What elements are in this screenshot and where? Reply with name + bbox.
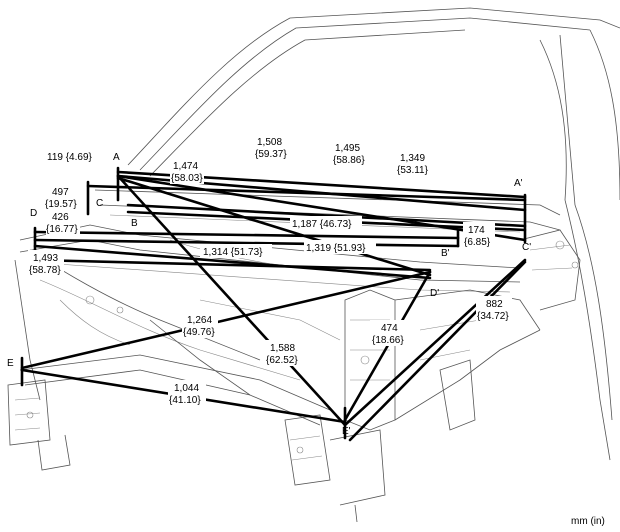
label-1044-mm: 1,044	[174, 383, 199, 394]
point-a: A	[113, 152, 120, 163]
line-e-d-prime	[20, 270, 432, 370]
line-d-c-prime	[33, 230, 460, 240]
line-c-prime-882	[348, 260, 527, 442]
point-d-prime: D'	[430, 288, 439, 299]
line-c-a-prime	[86, 184, 527, 202]
unit-note: mm (in)	[571, 516, 605, 527]
measurement-lines	[20, 166, 527, 442]
label-1493-in: {58.78}	[29, 265, 61, 276]
line-a-e-prime	[116, 174, 347, 427]
label-1044-in: {41.10}	[169, 395, 201, 406]
point-e: E	[7, 358, 14, 369]
label-1319: 1,319 {51.93}	[306, 243, 366, 254]
label-497-in: {19.57}	[45, 199, 77, 210]
label-426-mm: 426	[52, 212, 69, 223]
point-d: D	[30, 208, 37, 219]
line-d-d-prime-lower	[33, 258, 432, 272]
point-e-prime: E'	[342, 426, 351, 437]
line-b-c-prime-1187	[126, 203, 527, 228]
vehicle-body-outline	[7, 7, 620, 523]
point-a-prime: A'	[514, 178, 523, 189]
point-c-prime: C'	[522, 242, 531, 253]
label-1264-in: {49.76}	[183, 327, 215, 338]
label-882-mm: 882	[486, 299, 503, 310]
label-119: 119 {4.69}	[47, 152, 93, 163]
label-1264-mm: 1,264	[187, 315, 212, 326]
label-174-mm: 174	[468, 225, 485, 236]
label-474-in: {18.66}	[372, 335, 404, 346]
point-b-prime: B'	[441, 248, 450, 259]
label-1588-in: {62.52}	[266, 355, 298, 366]
label-474-mm: 474	[381, 323, 398, 334]
label-1508-mm: 1,508	[257, 137, 282, 148]
point-c: C	[96, 198, 103, 209]
line-c-prime-e-prime	[343, 258, 527, 427]
point-b: B	[131, 218, 138, 229]
label-1495-in: {58.86}	[333, 155, 365, 166]
label-1187: 1,187 {46.73}	[292, 219, 352, 230]
label-1314: 1,314 {51.73}	[203, 247, 263, 258]
line-a-d-prime	[116, 176, 432, 277]
label-1493-mm: 1,493	[33, 253, 58, 264]
label-174-in: {6.85}	[464, 237, 491, 248]
label-1474-mm: 1,474	[173, 161, 198, 172]
line-d-d-prime	[33, 244, 432, 280]
label-1349-mm: 1,349	[400, 153, 425, 164]
measurement-labels: 119 {4.69} 1,474 {58.03} 1,508 {59.37} 1…	[28, 134, 512, 406]
label-1474-in: {58.03}	[171, 173, 203, 184]
label-1495-mm: 1,495	[335, 143, 360, 154]
label-497-mm: 497	[52, 187, 69, 198]
label-1588-mm: 1,588	[270, 343, 295, 354]
label-426-in: {16.77}	[46, 224, 78, 235]
point-labels: A A' B B' C C' D D' E E'	[7, 152, 531, 437]
label-1349-in: {53.11}	[397, 165, 429, 176]
label-1508-in: {59.37}	[255, 149, 287, 160]
label-882-in: {34.72}	[477, 311, 509, 322]
line-d-b-prime	[33, 238, 460, 248]
